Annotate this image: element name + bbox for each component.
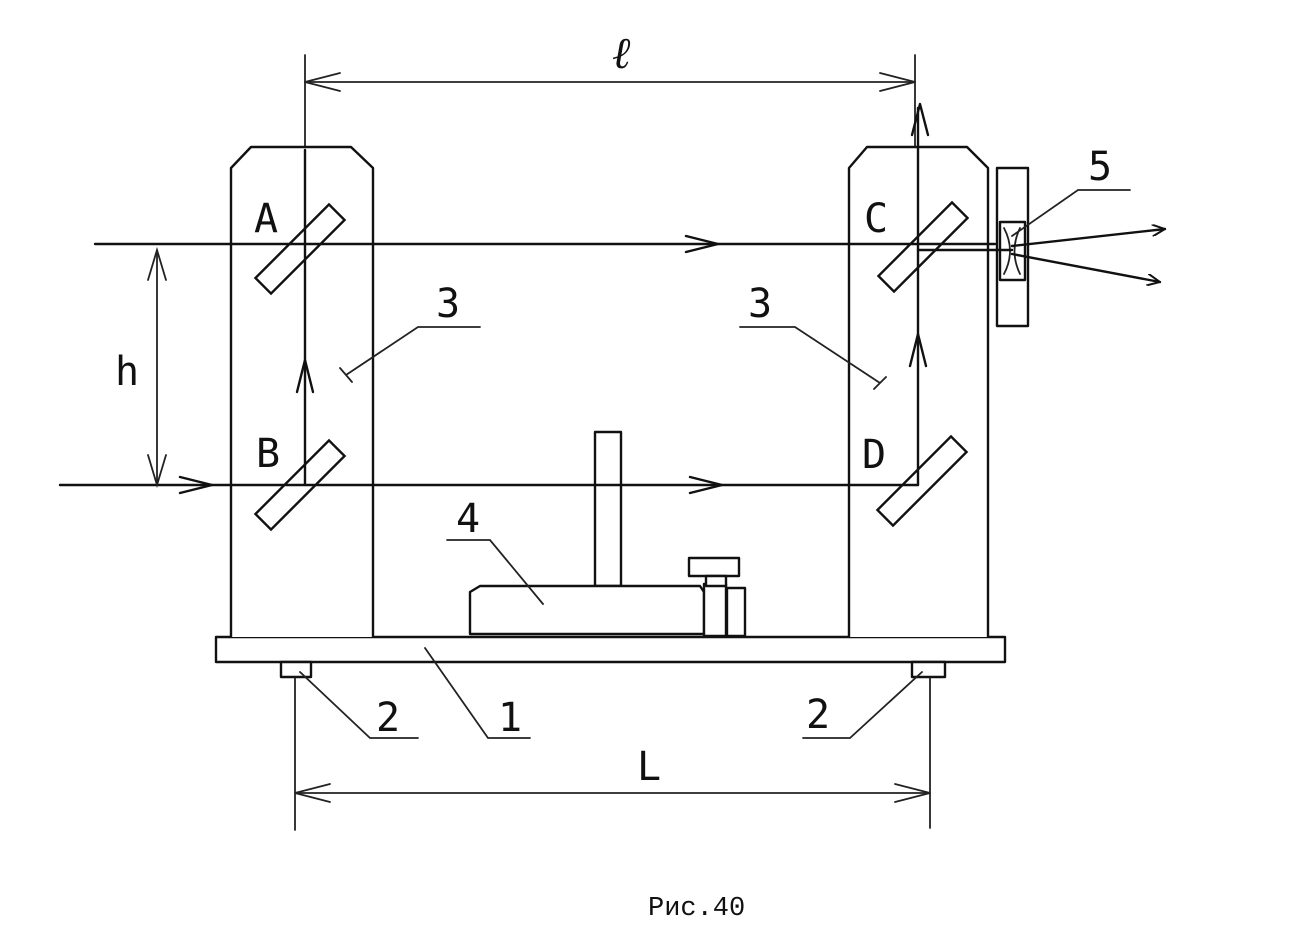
mirror-c <box>876 200 970 294</box>
label-h: h <box>115 349 139 395</box>
left-upright <box>229 145 375 637</box>
leader-4 <box>446 539 544 605</box>
label-3-right: 3 <box>748 281 772 327</box>
dimension-h <box>147 246 167 489</box>
leader-2-left <box>299 671 419 739</box>
beam-vertical-left <box>295 148 315 487</box>
leader-3-right <box>739 326 887 390</box>
mirror-a <box>253 202 347 296</box>
figure-caption: Рис.40 <box>648 894 745 924</box>
leader-3-left <box>339 326 481 383</box>
label-C: C <box>864 196 888 242</box>
label-2-right: 2 <box>806 692 830 738</box>
label-B: B <box>256 431 280 477</box>
label-3-left: 3 <box>436 281 460 327</box>
beam-lower <box>58 475 920 495</box>
beam-vertical-right <box>908 102 930 487</box>
dimension-l <box>304 72 916 92</box>
mirror-d <box>875 434 969 528</box>
foot-left <box>279 660 313 679</box>
label-l: ℓ <box>612 28 631 79</box>
beam-output <box>916 229 1165 282</box>
label-4: 4 <box>456 496 480 542</box>
label-1: 1 <box>498 695 522 741</box>
lens-assembly-5 <box>995 166 1030 328</box>
label-A: A <box>254 196 278 242</box>
leader-5 <box>1011 189 1131 237</box>
foot-right <box>910 660 947 679</box>
dimension-L <box>294 783 931 803</box>
label-5: 5 <box>1088 144 1112 190</box>
leader-1 <box>424 647 531 739</box>
beam-upper <box>93 234 997 254</box>
label-L: L <box>637 744 661 790</box>
leader-2-right <box>802 671 923 739</box>
label-D: D <box>862 432 886 478</box>
label-2-left: 2 <box>376 695 400 741</box>
stand-4 <box>468 430 747 638</box>
base-plate <box>214 635 1007 664</box>
